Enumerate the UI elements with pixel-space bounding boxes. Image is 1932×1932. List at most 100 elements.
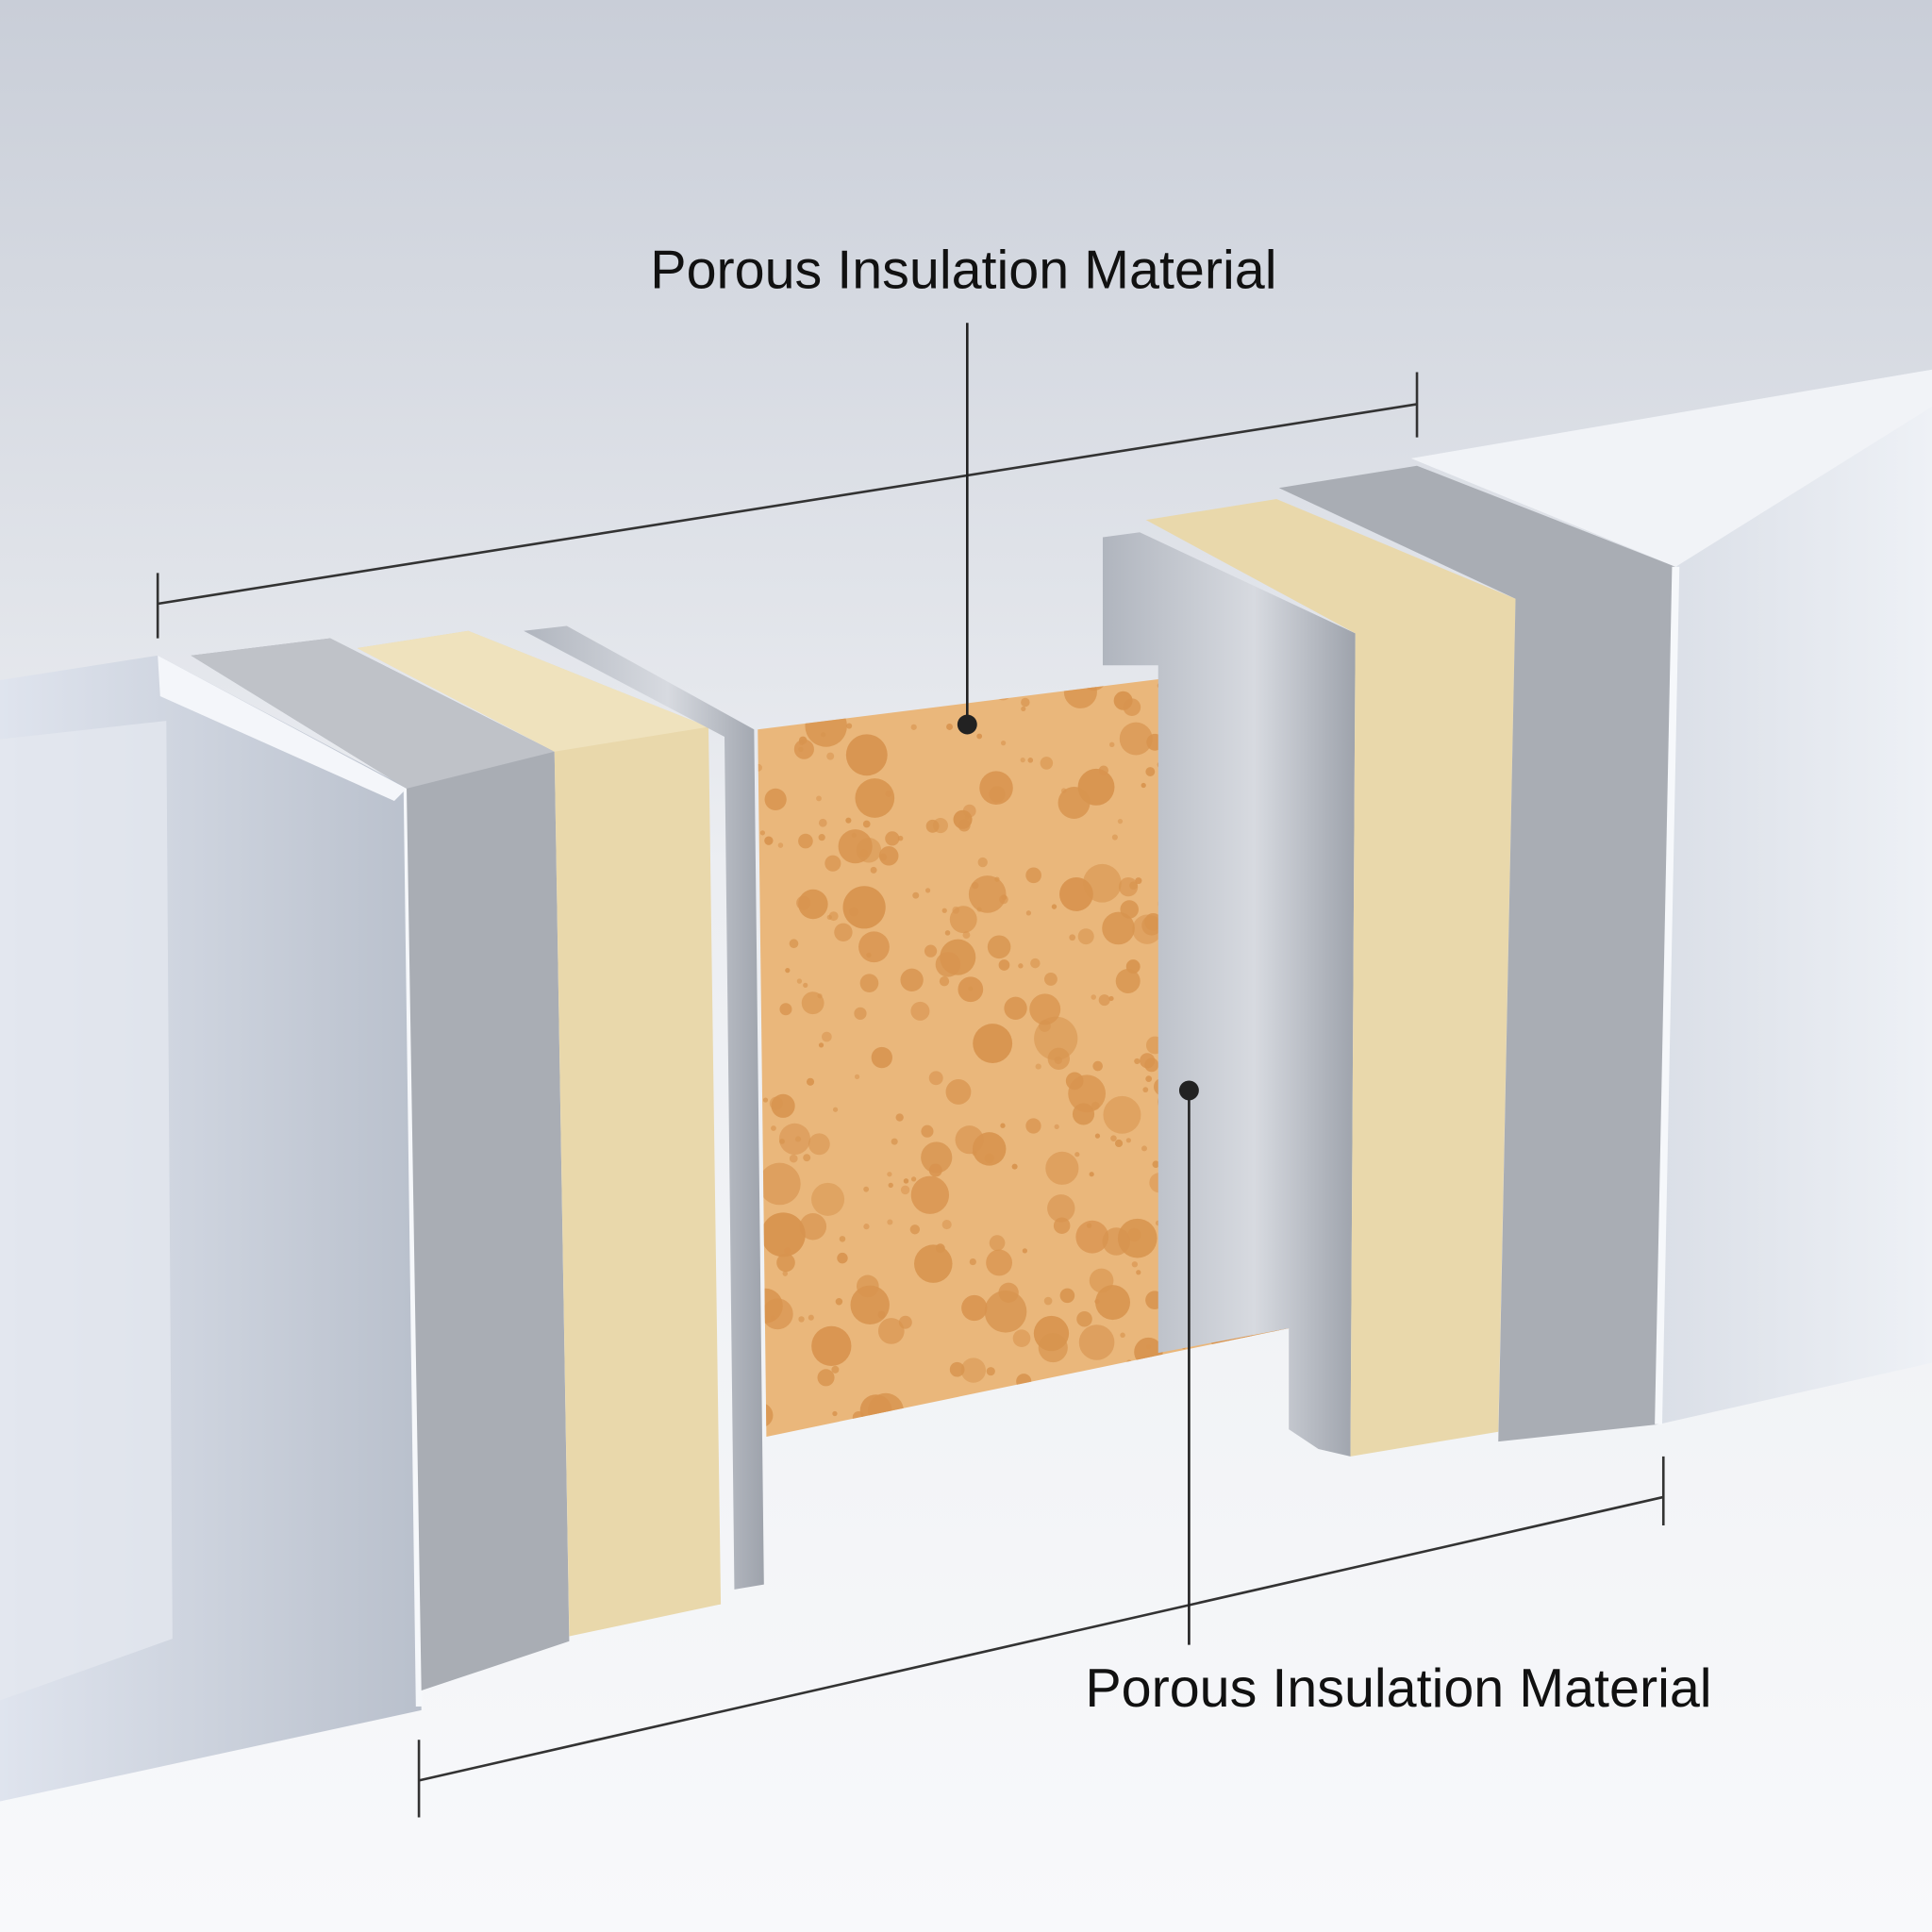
sponge-pore — [1004, 996, 1027, 1020]
sponge-pore — [1074, 1152, 1080, 1158]
sponge-pore — [928, 1071, 943, 1086]
sponge-pore — [1069, 934, 1076, 941]
sponge-pore — [928, 1163, 942, 1177]
sponge-pore — [910, 1176, 917, 1182]
bottom-callout: Porous Insulation Material — [1085, 1080, 1712, 1719]
sponge-pore — [817, 993, 823, 999]
sponge-pore — [994, 876, 1000, 882]
sponge-pore — [808, 1314, 814, 1321]
sponge-pore — [984, 1290, 1027, 1333]
sponge-pore — [879, 853, 888, 861]
sponge-pore — [1117, 819, 1124, 824]
sponge-pore — [953, 809, 973, 829]
left-beige-insulation — [357, 630, 722, 1637]
sponge-pore — [1094, 1298, 1100, 1305]
sponge-pore — [871, 1046, 892, 1069]
sponge-pore — [921, 1141, 953, 1174]
sponge-pore — [940, 939, 976, 975]
sponge-pore — [1025, 1118, 1041, 1134]
sponge-pore — [1110, 1135, 1117, 1142]
sponge-pore — [811, 1182, 845, 1216]
sponge-pore — [1054, 1124, 1059, 1129]
sponge-pore — [961, 1294, 988, 1322]
sponge-pore — [877, 1318, 905, 1344]
sponge-pore — [1115, 968, 1141, 993]
sponge-pore — [837, 1252, 848, 1264]
sponge-pore — [1051, 904, 1058, 909]
sponge-pore — [1065, 1072, 1084, 1091]
sponge-pore — [1145, 767, 1156, 776]
sponge-pore — [1094, 1133, 1101, 1139]
sponge-pore — [895, 1113, 904, 1122]
sponge-pore — [793, 739, 814, 759]
sponge-pore — [845, 817, 852, 824]
sponge-pore — [1102, 1227, 1131, 1256]
sponge-pore — [1000, 1123, 1006, 1128]
sponge-pore — [1098, 994, 1110, 1007]
sponge-pore — [1141, 1145, 1148, 1152]
sponge-pore — [811, 1325, 852, 1367]
sponge-pore — [949, 906, 977, 934]
sponge-pore — [887, 1219, 893, 1225]
sponge-pore — [758, 763, 762, 772]
sponge-pore — [885, 831, 900, 846]
sponge-pore — [910, 724, 917, 730]
sponge-pore — [777, 842, 784, 848]
sponge-pore — [834, 923, 853, 941]
sponge-pore — [1078, 1324, 1115, 1360]
right-metal-plate — [1102, 532, 1356, 1457]
sponge-pore — [818, 1042, 824, 1048]
sponge-pore — [987, 935, 1011, 959]
sponge-pore — [759, 830, 765, 836]
sponge-pore — [778, 1123, 811, 1155]
sponge-pore — [1075, 1220, 1109, 1254]
sponge-pore — [1030, 958, 1041, 969]
sponge-pore — [1000, 741, 1007, 746]
sponge-pore — [858, 931, 890, 963]
sponge-pore — [1092, 1060, 1103, 1072]
sponge-pore — [914, 1244, 953, 1283]
sponge-pore — [1043, 1296, 1053, 1306]
left-metal-plate — [524, 625, 764, 1590]
sponge-pore — [941, 1220, 952, 1230]
sponge-pore — [1095, 1285, 1131, 1321]
sponge-pore — [955, 1125, 984, 1155]
sponge-pore — [958, 976, 984, 1003]
sponge-pore — [878, 845, 899, 866]
sponge-pore — [888, 1182, 893, 1189]
sponge-pore — [760, 1212, 806, 1257]
sponge-pore — [1111, 834, 1118, 841]
callout-dot — [957, 714, 977, 735]
sponge-pore — [838, 829, 873, 864]
sponge-pore — [1089, 1268, 1114, 1293]
right-beige-insulation — [1145, 498, 1516, 1457]
sponge-pore — [1108, 995, 1114, 1002]
sponge-pore — [769, 1096, 783, 1110]
sponge-pore — [1152, 1160, 1160, 1168]
sponge-pore — [779, 1003, 792, 1016]
sponge-pore — [1076, 1310, 1092, 1327]
sponge-pore — [1131, 1261, 1139, 1268]
sponge-pore — [832, 1410, 838, 1417]
sponge-pore — [764, 836, 774, 845]
sponge-pore — [794, 1136, 802, 1142]
sponge-pore — [817, 1369, 835, 1387]
sponge-pore — [856, 1274, 879, 1298]
sponge-pore — [1145, 1075, 1153, 1083]
sponge-pore — [912, 891, 920, 899]
sponge-pore — [946, 724, 953, 730]
sponge-pore — [910, 1001, 930, 1021]
sponge-pore — [1125, 959, 1141, 974]
sponge-pore — [1127, 1227, 1141, 1242]
sponge-pore — [1140, 1053, 1156, 1069]
sponge-pore — [1040, 757, 1054, 770]
sponge-pore — [758, 1162, 801, 1206]
right-gray-insulation — [1278, 465, 1676, 1442]
top-label: Porous Insulation Material — [650, 241, 1276, 301]
sponge-pore — [796, 978, 803, 984]
sponge-pore — [1012, 1329, 1031, 1347]
sponge-pore — [859, 974, 879, 992]
sponge-pore — [1103, 1095, 1141, 1134]
sponge-pore — [826, 752, 835, 760]
